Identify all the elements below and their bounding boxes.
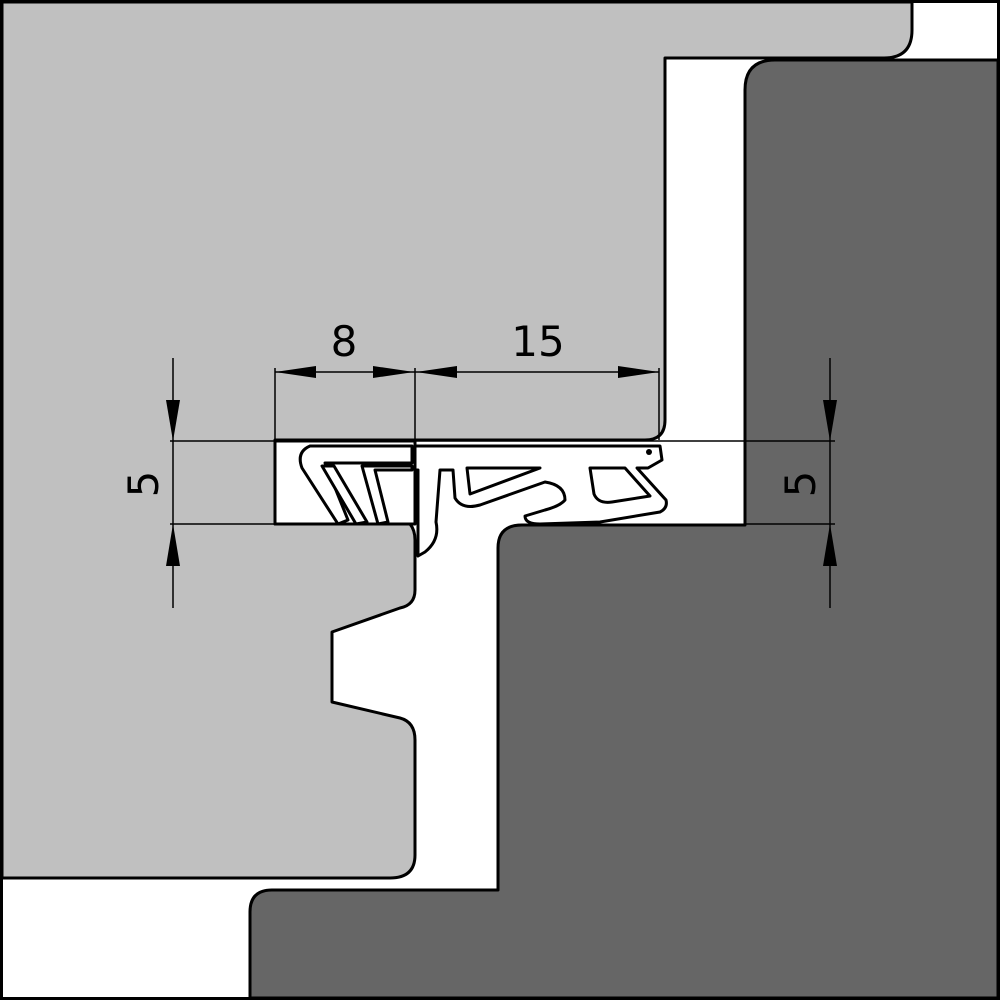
seal-fin-inner-2: [360, 464, 414, 526]
arrow-15-left: [416, 366, 457, 378]
gasket-seal: [273, 439, 668, 558]
dimension-arrows: [166, 366, 837, 566]
arrow-15-right: [618, 366, 659, 378]
dark-gray-sash-profile: [248, 58, 1000, 1000]
arrow-left5-top: [166, 400, 180, 441]
dim-label-left-5: 5: [119, 471, 168, 498]
seal-fin-inner-1: [320, 464, 369, 526]
arrow-left5-bottom: [166, 524, 180, 566]
light-gray-frame-profile: [0, 0, 914, 880]
dim-label-15: 15: [511, 317, 564, 366]
arrow-right5-top: [823, 400, 837, 441]
dim-label-8: 8: [331, 317, 358, 366]
seal-fin-outer: [298, 444, 414, 526]
arrow-right5-bottom: [823, 524, 837, 566]
seal-rivet-dot: [646, 449, 652, 455]
seal-lip-chamber: [588, 466, 652, 504]
arrow-8-left: [275, 366, 316, 378]
seal-chamber: [465, 466, 542, 496]
dimension-lines: [170, 358, 835, 608]
dim-label-right-5: 5: [776, 471, 825, 498]
arrow-8-right: [373, 366, 414, 378]
